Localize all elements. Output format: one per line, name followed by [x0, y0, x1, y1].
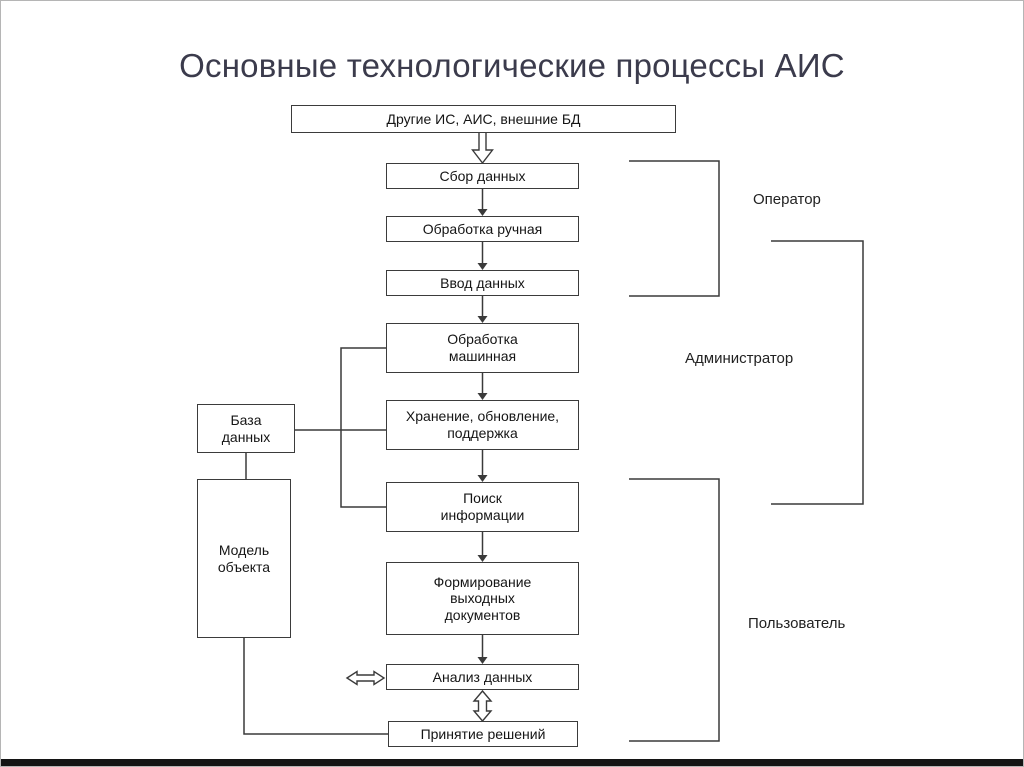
- node-label: Сбор данных: [439, 167, 526, 184]
- bracket-administrator: [771, 240, 864, 505]
- arrowhead-collection-manual: [477, 209, 488, 216]
- arrowhead-input-machine: [477, 316, 488, 323]
- node-label: Формирование выходных документов: [433, 573, 532, 623]
- node-label: Обработка ручная: [422, 220, 543, 237]
- arrowhead-search-output: [477, 555, 488, 562]
- node-database: База данных: [197, 404, 295, 453]
- node-object-model: Модель объекта: [197, 479, 291, 638]
- node-output-documents: Формирование выходных документов: [386, 562, 579, 635]
- role-label-operator: Оператор: [753, 191, 821, 208]
- node-label: Обработка машинная: [447, 331, 518, 364]
- hollow-double-arrow-analysis-decision: [472, 689, 493, 723]
- node-label: Модель объекта: [217, 541, 271, 575]
- role-label-user: Пользователь: [748, 615, 846, 632]
- node-label: Другие ИС, АИС, внешние БД: [386, 110, 581, 127]
- role-label-administrator: Администратор: [685, 350, 794, 367]
- bracket-user: [629, 478, 720, 742]
- bracket-operator: [629, 160, 720, 297]
- hollow-arrow-external-to-collection: [471, 131, 494, 165]
- node-label: База данных: [221, 411, 271, 445]
- node-information-search: Поиск информации: [386, 482, 579, 532]
- node-data-analysis: Анализ данных: [386, 664, 579, 690]
- node-manual-processing: Обработка ручная: [386, 216, 579, 242]
- node-label: Анализ данных: [432, 668, 533, 685]
- node-label: Хранение, обновление, поддержка: [405, 408, 560, 441]
- node-label: Поиск информации: [440, 490, 525, 523]
- node-storage-update-support: Хранение, обновление, поддержка: [386, 400, 579, 450]
- connector-model-to-decision: [243, 638, 388, 735]
- arrowhead-storage-search: [477, 475, 488, 482]
- bottom-bar: [1, 759, 1023, 766]
- page-title: Основные технологические процессы АИС: [179, 47, 845, 84]
- node-decision-making: Принятие решений: [388, 721, 578, 747]
- arrowhead-machine-storage: [477, 393, 488, 400]
- node-label: Ввод данных: [440, 274, 525, 291]
- node-label: Принятие решений: [420, 725, 546, 742]
- node-data-collection: Сбор данных: [386, 163, 579, 189]
- arrowhead-manual-input: [477, 263, 488, 270]
- node-data-input: Ввод данных: [386, 270, 579, 296]
- node-machine-processing: Обработка машинная: [386, 323, 579, 373]
- arrowhead-output-analysis: [477, 657, 488, 664]
- connector-machine-processing-to-search: [340, 347, 386, 508]
- node-external-systems: Другие ИС, АИС, внешние БД: [291, 105, 676, 133]
- hollow-double-arrow-model-analysis: [345, 670, 386, 686]
